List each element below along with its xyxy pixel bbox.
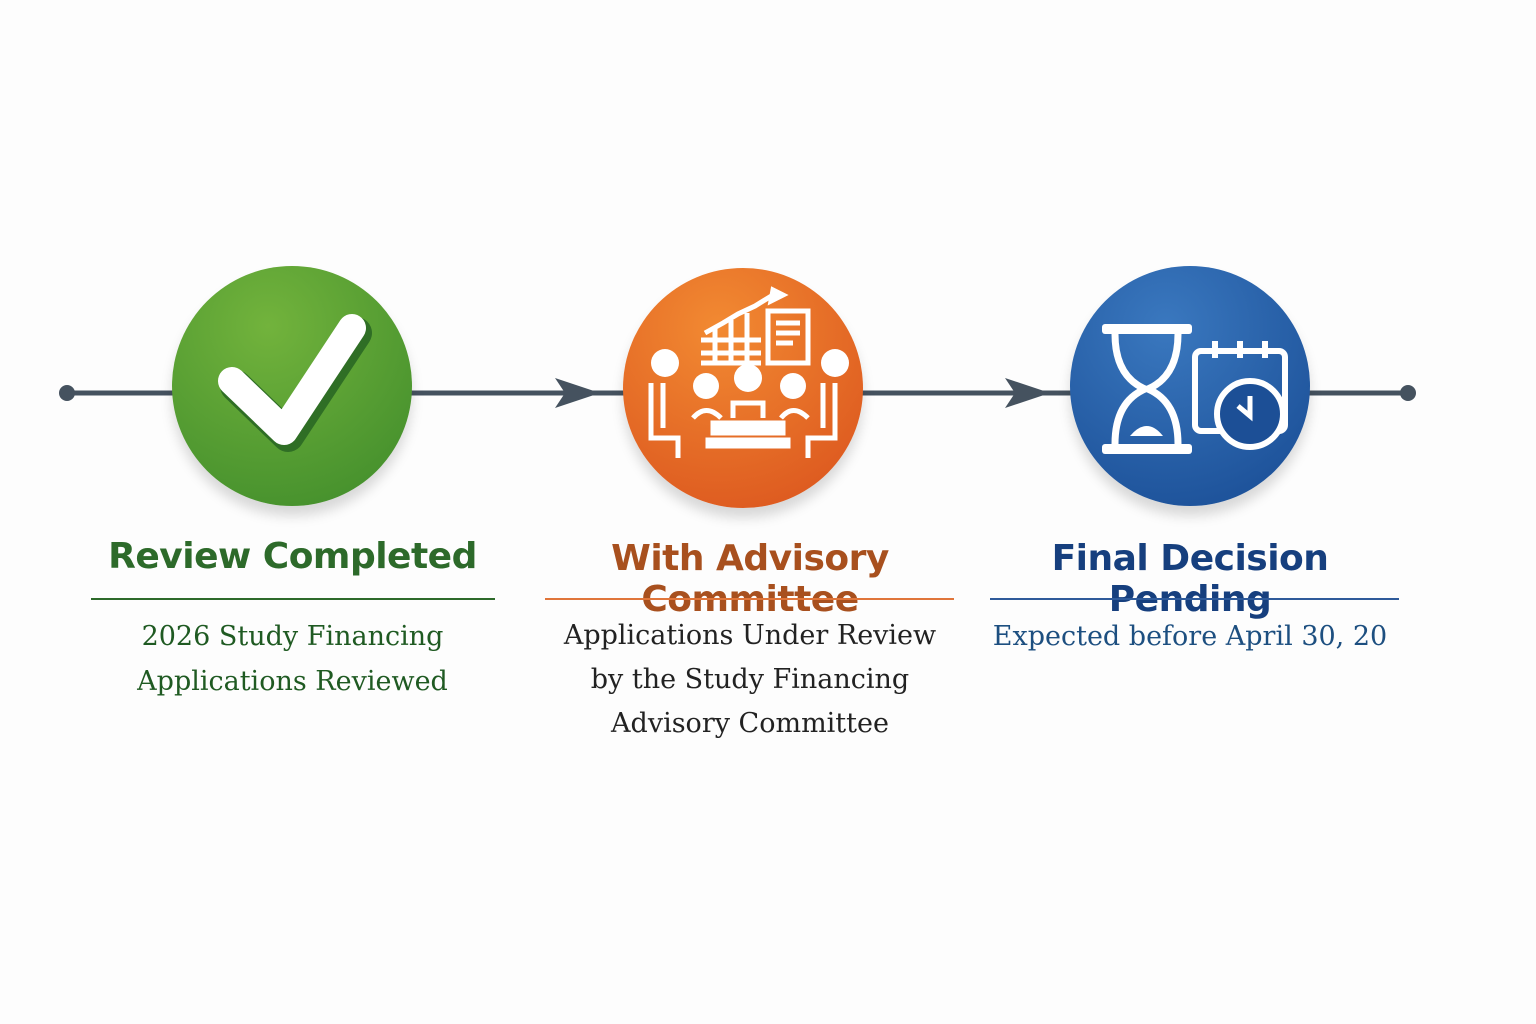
step-2-divider (545, 598, 954, 600)
description-line: Advisory Committee (611, 708, 889, 739)
description-line: 2026 Study Financing (141, 621, 444, 652)
arrow-head-icon (1005, 378, 1050, 408)
step-3-circle (1070, 266, 1310, 506)
step-2-circle (623, 268, 863, 508)
step-3-description: Expected before April 30, 20 (990, 614, 1390, 659)
step-1-description: 2026 Study Financing Applications Review… (90, 614, 495, 704)
timeline-end-dot (1400, 385, 1416, 401)
committee-meeting-icon (648, 286, 849, 458)
checkmark-icon (218, 314, 372, 452)
timeline-start-dot (59, 385, 75, 401)
step-1-circle (172, 266, 412, 506)
step-3-divider (990, 598, 1399, 600)
step-1-title: Review Completed (108, 536, 477, 577)
step-2-description: Applications Under Review by the Study F… (545, 614, 955, 746)
description-line: Expected before April 30, 20 (992, 621, 1388, 652)
arrow-head-icon (555, 378, 600, 408)
description-line: Applications Reviewed (137, 666, 448, 697)
hourglass-calendar-icon (1102, 324, 1288, 454)
step-1-divider (91, 598, 495, 600)
description-line: by the Study Financing (590, 664, 910, 695)
step-3-title: Final Decision Pending (1051, 538, 1329, 620)
description-line: Applications Under Review (563, 620, 937, 651)
step-2-title: With Advisory Committee (611, 538, 889, 620)
